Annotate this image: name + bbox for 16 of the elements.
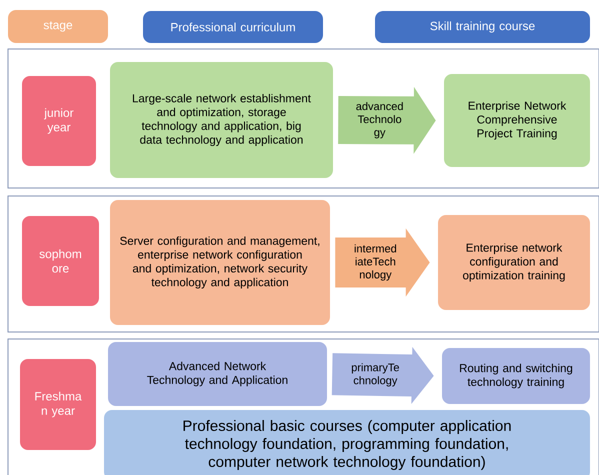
stage-box: junior year: [22, 76, 96, 166]
header-box: Professional curriculum: [143, 11, 323, 43]
header-box: Skill training course: [375, 11, 590, 43]
course-box: Server configuration and management, enterprise network configuration and optimization, network security technology and application: [110, 200, 330, 325]
header-box: stage: [8, 10, 108, 43]
course-box: Enterprise network configuration and optimization training: [438, 215, 590, 310]
course-box: Advanced Network Technology and Application: [108, 342, 327, 406]
course-box: Enterprise Network Comprehensive Project Training: [444, 74, 590, 167]
stage-box: Freshma n year: [20, 359, 96, 450]
course-box: Large-scale network establishment and optimization, storage technology and application, big data technology and application: [110, 62, 333, 178]
stage-box: sophom ore: [22, 216, 99, 306]
course-box: Professional basic courses (computer application technology foundation, programming foundation, computer network technology foundation): [104, 410, 590, 475]
edge-label: intermed iateTech nology: [348, 243, 402, 282]
course-box: Routing and switching technology training: [442, 348, 590, 404]
edge-label: advanced Technolo gy: [352, 101, 407, 140]
edge-label: primaryTe chnology: [348, 362, 402, 388]
